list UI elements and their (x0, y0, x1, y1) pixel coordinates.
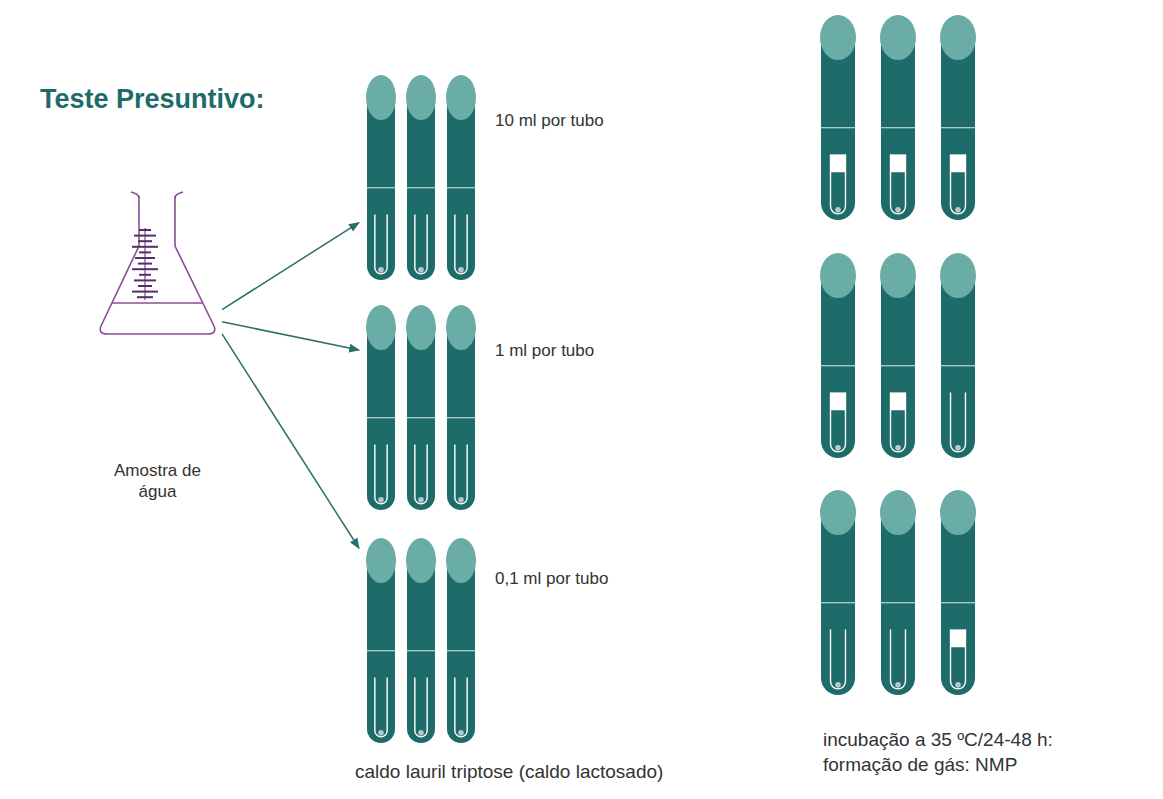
test-tube (446, 305, 476, 510)
arrow-connector (222, 223, 359, 310)
tubes-drawing (365, 305, 625, 510)
test-tube (880, 490, 916, 695)
test-tube (880, 15, 916, 220)
test-tube (366, 305, 396, 510)
tube-group: 1 ml por tubo (365, 305, 625, 510)
test-tube (820, 15, 856, 220)
tubes-drawing (365, 75, 625, 280)
test-tube (940, 253, 976, 458)
test-tube (820, 490, 856, 695)
test-tube (940, 15, 976, 220)
test-tube (446, 75, 476, 280)
sample-label: Amostra de água (105, 460, 210, 503)
volume-label: 0,1 ml por tubo (495, 568, 608, 589)
tube-group: 0,1 ml por tubo (365, 538, 625, 743)
test-tube (406, 75, 436, 280)
medium-caption: caldo lauril triptose (caldo lactosado) (355, 760, 663, 785)
incubation-note: incubação a 35 ºC/24-48 h: formação de g… (823, 728, 1123, 777)
test-tube (406, 538, 436, 743)
slide-title: Teste Presuntivo: (40, 84, 265, 115)
volume-label: 10 ml por tubo (495, 110, 604, 131)
test-tube (820, 253, 856, 458)
test-tube (366, 538, 396, 743)
flask-drawing (95, 188, 220, 340)
test-tube (880, 253, 916, 458)
arrow-connector (222, 334, 359, 548)
test-tube (940, 490, 976, 695)
volume-label: 1 ml por tubo (495, 340, 594, 361)
water-sample-flask: Amostra de água (95, 188, 220, 340)
tube-group: 10 ml por tubo (365, 75, 625, 280)
test-tube (406, 305, 436, 510)
tubes-drawing (365, 538, 625, 743)
arrow-connector (222, 322, 359, 350)
test-tube (366, 75, 396, 280)
test-tube (446, 538, 476, 743)
